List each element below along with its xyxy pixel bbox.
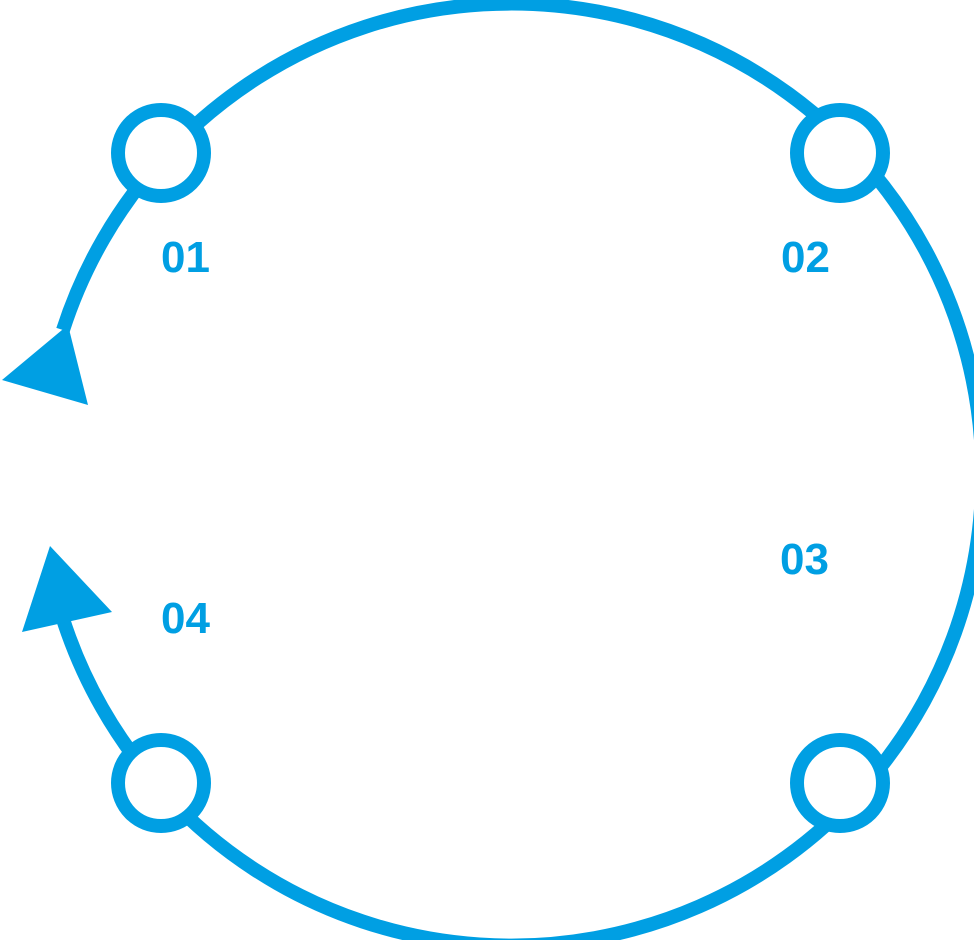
step-node-04 [111, 733, 211, 833]
step-node-02 [790, 103, 890, 203]
step-label-01: 01 [161, 233, 210, 282]
step-node-03 [790, 733, 890, 833]
step-label-04: 04 [161, 594, 210, 643]
step-label-02: 02 [781, 233, 830, 282]
step-node-01 [111, 103, 211, 203]
arrowhead-top-icon [2, 325, 88, 405]
step-label-03: 03 [780, 535, 829, 584]
cycle-ring [55, 0, 974, 940]
arrowhead-bottom-icon [22, 546, 112, 632]
